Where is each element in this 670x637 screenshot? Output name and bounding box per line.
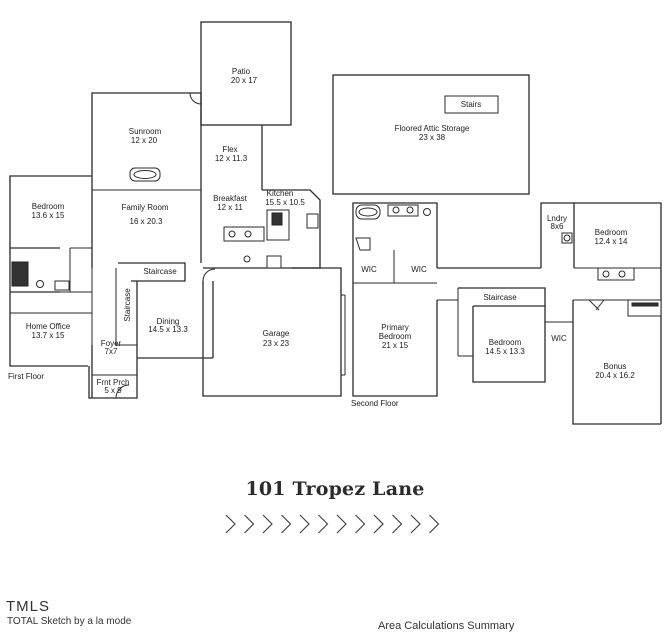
chevron-icon xyxy=(225,514,236,534)
chevron-icon xyxy=(392,514,403,534)
tmls-logo: TMLS xyxy=(6,598,51,615)
bedroom-upper-right-name: Bedroom xyxy=(595,228,628,237)
staircase-first-vertical-label: Staircase xyxy=(123,288,132,322)
bonus-dims: 20.4 x 16.2 xyxy=(595,371,635,380)
family-room-name: Family Room xyxy=(121,203,168,212)
attic-dims: 23 x 38 xyxy=(419,133,446,142)
kitchen-name: Kitchen xyxy=(267,189,294,198)
kitchen-dims: 15.5 x 10.5 xyxy=(265,198,305,207)
dining-name: Dining xyxy=(157,317,180,326)
chevron-icon xyxy=(336,514,347,534)
dining-dims: 14.5 x 13.3 xyxy=(148,325,188,334)
area-summary-heading: Area Calculations Summary xyxy=(378,620,515,632)
sketch-credit: TOTAL Sketch by a la mode xyxy=(7,616,132,627)
primary-bedroom-name: Primary xyxy=(381,323,409,332)
home-office-name: Home Office xyxy=(26,322,71,331)
patio-dims: 20 x 17 xyxy=(231,76,258,85)
attic-stairs-label: Stairs xyxy=(461,100,481,109)
primary-bedroom-dims: 21 x 15 xyxy=(382,341,409,350)
front-porch-name: Frnt Prch xyxy=(97,378,130,387)
patio-name: Patio xyxy=(232,67,251,76)
staircase-first-label: Staircase xyxy=(143,267,177,276)
chevron-icon xyxy=(281,514,292,534)
floor-plan: Patio 20 x 17 Sunroom 12 x 20 Flex 12 x … xyxy=(8,21,662,425)
family-room-dims: 16 x 20.3 xyxy=(130,217,163,226)
breakfast-name: Breakfast xyxy=(213,194,248,203)
breakfast-dims: 12 x 11 xyxy=(217,203,243,212)
first-floor-walls xyxy=(9,21,346,399)
front-porch-dims: 5 x 9 xyxy=(104,386,122,395)
room-labels: Patio 20 x 17 Sunroom 12 x 20 Flex 12 x … xyxy=(8,67,635,408)
chevron-icon xyxy=(262,514,273,534)
garage-dims: 23 x 23 xyxy=(263,339,290,348)
flex-dims: 12 x 11.3 xyxy=(215,154,248,163)
chevron-icon xyxy=(410,514,421,534)
second-floor-label: Second Floor xyxy=(351,399,399,408)
bedroom-first-dims: 13.6 x 15 xyxy=(32,211,65,220)
chevron-divider-icon xyxy=(225,514,440,534)
bedroom-mid-name: Bedroom xyxy=(489,338,522,347)
bedroom-upper-right-dims: 12.4 x 14 xyxy=(595,237,628,246)
home-office-dims: 13.7 x 15 xyxy=(32,331,65,340)
chevron-icon xyxy=(429,514,440,534)
primary-bedroom-name-2: Bedroom xyxy=(379,332,412,341)
laundry-name: Lndry xyxy=(547,214,567,223)
first-floor-label: First Floor xyxy=(8,372,44,381)
foyer-name: Foyer xyxy=(101,339,122,348)
wic-primary-right-label: WIC xyxy=(411,265,427,274)
chevron-icon xyxy=(318,514,329,534)
laundry-dims: 8x6 xyxy=(551,222,564,231)
foyer-dims: 7x7 xyxy=(105,347,118,356)
staircase-second-label: Staircase xyxy=(483,293,517,302)
bedroom-first-name: Bedroom xyxy=(32,202,65,211)
garage-name: Garage xyxy=(263,329,290,338)
chevron-icon xyxy=(299,514,310,534)
second-floor-fixtures xyxy=(355,204,662,317)
sunroom-name: Sunroom xyxy=(129,127,162,136)
chevron-icon xyxy=(373,514,384,534)
chevron-icon xyxy=(244,514,255,534)
attic-name: Floored Attic Storage xyxy=(395,124,470,133)
property-title: 101 Tropez Lane xyxy=(245,478,425,500)
second-floor-walls xyxy=(332,74,662,425)
chevron-icon xyxy=(355,514,366,534)
wic-second-label: WIC xyxy=(551,334,567,343)
sunroom-dims: 12 x 20 xyxy=(131,136,158,145)
flex-name: Flex xyxy=(222,145,237,154)
bedroom-mid-dims: 14.5 x 13.3 xyxy=(485,347,525,356)
first-floor-fixtures xyxy=(11,92,319,399)
bonus-name: Bonus xyxy=(604,362,627,371)
wic-primary-left-label: WIC xyxy=(361,265,377,274)
